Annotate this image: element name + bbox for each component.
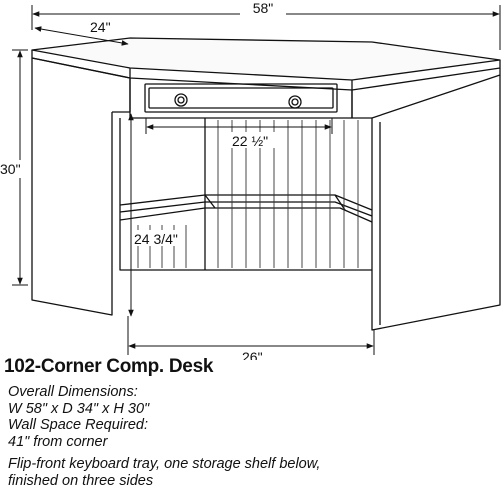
dimension-knee-width: 26" (242, 349, 263, 360)
product-specs: Overall Dimensions: W 58" x D 34" x H 30… (8, 384, 498, 489)
dimension-tray-width: 22 ½" (232, 133, 268, 149)
dimension-height: 30" (0, 161, 21, 177)
wall-space-label: Wall Space Required: (8, 417, 148, 433)
label-backdrop (0, 160, 22, 178)
product-title: 102-Corner Comp. Desk (4, 356, 214, 377)
label-backdrop (228, 132, 276, 148)
overall-dimensions-value: W 58" x D 34" x H 30" (8, 400, 150, 417)
drawer-pull-icon (174, 93, 188, 107)
desk-line-drawing: 58" 24" 30" 22 ½" 24 3/4" 26" (0, 0, 501, 360)
label-backdrop (133, 230, 185, 246)
desk-outline (31, 37, 501, 331)
dimension-lines (12, 5, 501, 355)
wall-space-value: 41" from corner (8, 433, 108, 450)
label-backdrop (240, 1, 286, 16)
dimension-overall-width: 58" (253, 0, 274, 16)
overall-dimensions-label: Overall Dimensions: (8, 384, 138, 400)
description-line-1: Flip-front keyboard tray, one storage sh… (8, 456, 321, 472)
dimension-depth: 24" (90, 19, 111, 35)
dimension-knee-height: 24 3/4" (134, 231, 178, 247)
description-line-2: finished on three sides (8, 472, 154, 489)
drawer-pull-icon (288, 95, 302, 109)
